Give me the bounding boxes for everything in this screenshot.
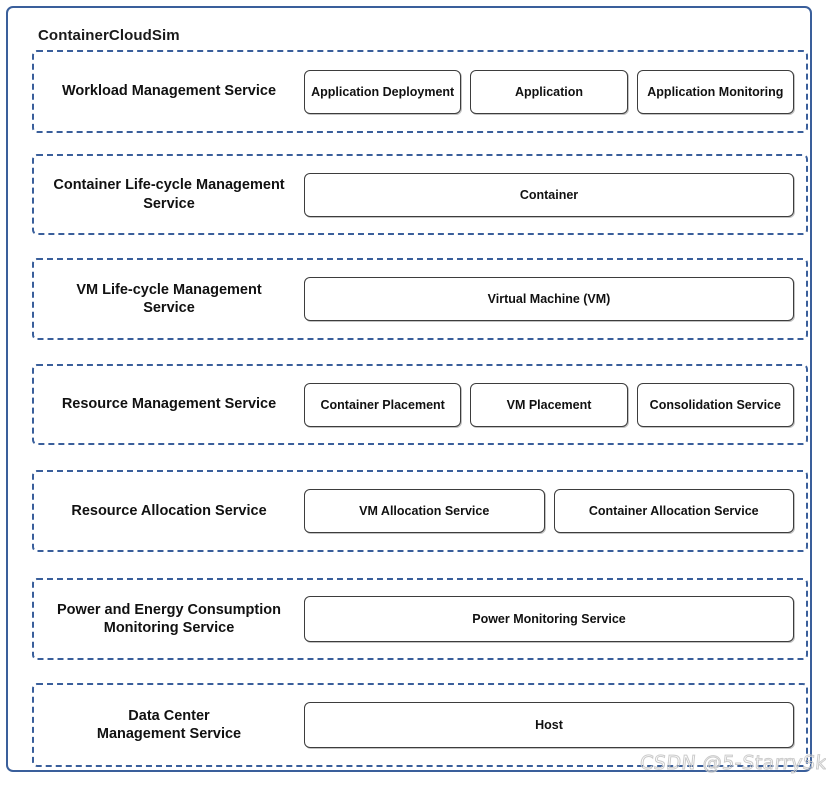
service-row-workload-management: Workload Management Service Application … [32,50,808,133]
component-consolidation-service[interactable]: Consolidation Service [636,382,794,427]
page-title: ContainerCloudSim [38,27,180,44]
service-row-resource-allocation: Resource Allocation Service VM Allocatio… [32,470,808,552]
component-application-deployment[interactable]: Application Deployment [304,69,462,114]
service-row-label: Data Center Management Service [96,707,242,742]
service-row-label: VM Life-cycle Management Service [76,281,262,316]
containercloudsim-frame: ContainerCloudSim Workload Management Se… [6,6,812,772]
csdn-watermark: CSDN @5-StarrySky [638,752,826,775]
component-container-placement[interactable]: Container Placement [304,382,462,427]
service-row-components: Power Monitoring Service [304,596,806,642]
service-row-container-lifecycle: Container Life-cycle Management Service … [32,154,808,235]
service-row-components: Container Placement VM Placement Consoli… [304,382,806,427]
service-row-resource-management: Resource Management Service Container Pl… [32,364,808,445]
component-virtual-machine[interactable]: Virtual Machine (VM) [304,277,794,321]
service-row-label: Resource Management Service [61,396,277,413]
component-application-monitoring[interactable]: Application Monitoring [636,69,794,114]
service-row-label: Resource Allocation Service [71,502,267,519]
component-container-allocation-service[interactable]: Container Allocation Service [553,489,794,533]
component-application[interactable]: Application [470,69,628,114]
service-row-components: Host [304,702,806,748]
service-row-components: Virtual Machine (VM) [304,277,806,321]
service-row-components: VM Allocation Service Container Allocati… [304,489,806,533]
component-host[interactable]: Host [304,702,794,748]
service-row-label: Container Life-cycle Management Service [53,177,285,212]
service-row-label: Workload Management Service [61,83,277,100]
component-power-monitoring-service[interactable]: Power Monitoring Service [304,596,794,642]
service-row-components: Container [304,172,806,217]
component-container[interactable]: Container [304,172,794,217]
service-row-data-center-management: Data Center Management Service Host [32,683,808,767]
component-vm-placement[interactable]: VM Placement [470,382,628,427]
service-row-components: Application Deployment Application Appli… [304,69,806,114]
service-row-vm-lifecycle: VM Life-cycle Management Service Virtual… [32,258,808,340]
component-vm-allocation-service[interactable]: VM Allocation Service [304,489,545,533]
service-row-power-energy-monitoring: Power and Energy Consumption Monitoring … [32,578,808,660]
service-row-label: Power and Energy Consumption Monitoring … [57,601,281,636]
